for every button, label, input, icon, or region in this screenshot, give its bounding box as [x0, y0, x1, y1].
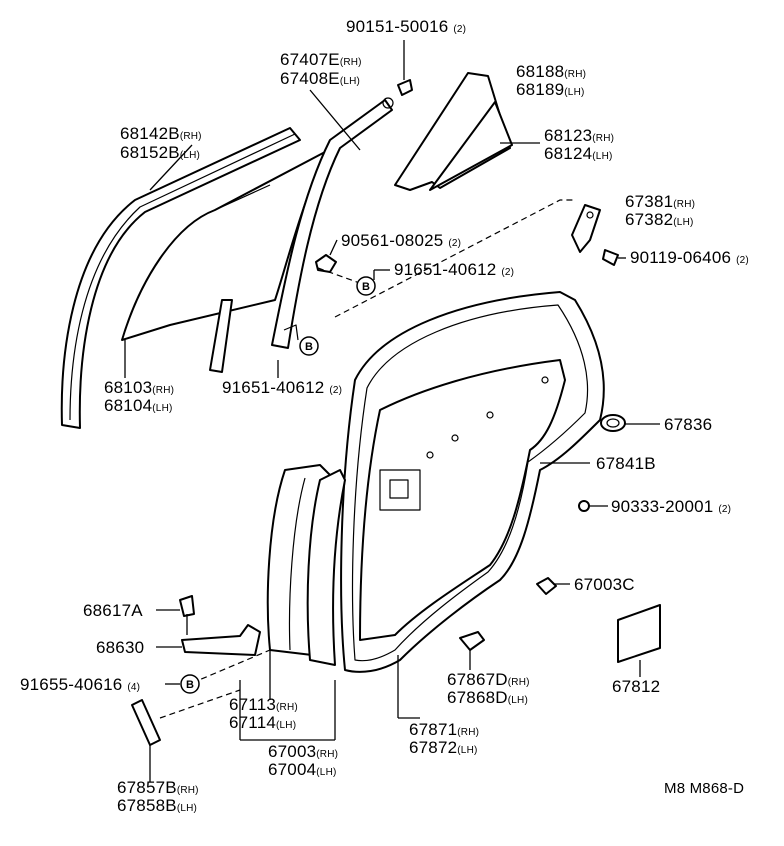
- cover-67812: [617, 604, 661, 663]
- label-90333: 90333-20001 (2): [611, 497, 731, 516]
- svg-text:68123(RH): 68123(RH): [544, 126, 614, 145]
- svg-text:68103(RH): 68103(RH): [104, 378, 174, 397]
- svg-text:68152B(LH): 68152B(LH): [120, 143, 200, 162]
- svg-text:68630: 68630: [96, 638, 144, 657]
- label-68188: 68188(RH) 68189(LH): [516, 62, 586, 99]
- svg-text:67407E(RH): 67407E(RH): [280, 50, 362, 69]
- svg-text:90561-08025 (2): 90561-08025 (2): [341, 231, 461, 250]
- svg-text:67841B: 67841B: [596, 454, 656, 473]
- svg-text:M8 M868-D: M8 M868-D: [664, 780, 744, 797]
- svg-text:B: B: [362, 281, 370, 293]
- glass-run-channel: [60, 127, 301, 429]
- svg-text:91651-40612 (2): 91651-40612 (2): [394, 260, 514, 279]
- seal-strip: [131, 699, 161, 746]
- label-67003: 67003(RH) 67004(LH): [268, 742, 338, 779]
- label-67867: 67867D(RH) 67868D(LH): [447, 670, 530, 707]
- door-frame-posts: [266, 464, 346, 666]
- svg-text:91655-40616 (4): 91655-40616 (4): [20, 675, 140, 694]
- label-68123: 68123(RH) 68124(LH): [544, 126, 614, 163]
- label-91651-top: 91651-40612 (2): [394, 260, 514, 279]
- bracket-67381: [571, 204, 601, 253]
- svg-text:90119-06406 (2): 90119-06406 (2): [630, 248, 749, 267]
- svg-text:B: B: [305, 341, 313, 353]
- svg-text:67381(RH): 67381(RH): [625, 192, 695, 211]
- svg-text:90333-20001 (2): 90333-20001 (2): [611, 497, 731, 516]
- svg-text:67871(RH): 67871(RH): [409, 720, 479, 739]
- svg-text:67868D(LH): 67868D(LH): [447, 688, 528, 707]
- clip-67003c: [536, 577, 557, 595]
- label-68630: 68630: [96, 638, 144, 657]
- label-67836: 67836: [664, 415, 712, 434]
- division-bar-weatherstrip: [271, 97, 394, 349]
- label-67857: 67857B(RH) 67858B(LH): [117, 778, 199, 815]
- callout-b-2: B: [299, 336, 319, 356]
- svg-text:67003C: 67003C: [574, 575, 635, 594]
- svg-text:68188(RH): 68188(RH): [516, 62, 586, 81]
- label-90151: 90151-50016 (2): [346, 17, 466, 36]
- grommet-90333: [578, 500, 590, 512]
- hole-plug: [600, 414, 626, 432]
- svg-text:67003(RH): 67003(RH): [268, 742, 338, 761]
- label-90561: 90561-08025 (2): [341, 231, 461, 250]
- callout-b-3: B: [180, 674, 200, 694]
- quarter-window-glass: [429, 101, 513, 191]
- svg-text:67382(LH): 67382(LH): [625, 210, 694, 229]
- label-91651-bottom: 91651-40612 (2): [222, 378, 342, 397]
- svg-text:67836: 67836: [664, 415, 712, 434]
- label-67003c: 67003C: [574, 575, 635, 594]
- label-90119: 90119-06406 (2): [630, 248, 749, 267]
- drawing-code: M8 M868-D: [664, 780, 744, 797]
- screw-90119: [602, 249, 619, 266]
- svg-text:67858B(LH): 67858B(LH): [117, 796, 197, 815]
- clip-67867: [459, 631, 485, 651]
- svg-text:68189(LH): 68189(LH): [516, 80, 585, 99]
- svg-text:67113(RH): 67113(RH): [229, 695, 298, 714]
- svg-text:67812: 67812: [612, 677, 660, 696]
- label-68142: 68142B(RH) 68152B(LH): [120, 124, 202, 162]
- hinge-assembly: [179, 595, 261, 656]
- svg-text:68104(LH): 68104(LH): [104, 396, 173, 415]
- svg-text:67004(LH): 67004(LH): [268, 760, 337, 779]
- label-67381: 67381(RH) 67382(LH): [625, 192, 695, 229]
- clip-90151: [397, 40, 413, 96]
- door-inner-panel: [359, 359, 566, 641]
- svg-text:B: B: [186, 679, 194, 691]
- label-67113: 67113(RH) 67114(LH): [229, 695, 298, 732]
- label-68103: 68103(RH) 68104(LH): [104, 378, 174, 415]
- svg-text:90151-50016 (2): 90151-50016 (2): [346, 17, 466, 36]
- label-67407: 67407E(RH) 67408E(LH): [280, 50, 362, 88]
- svg-text:67408E(LH): 67408E(LH): [280, 69, 360, 88]
- callout-b-1: B: [356, 276, 376, 296]
- clip-90561: [315, 254, 337, 273]
- svg-text:67114(LH): 67114(LH): [229, 713, 296, 732]
- label-91655: 91655-40616 (4): [20, 675, 140, 694]
- svg-text:67857B(RH): 67857B(RH): [117, 778, 199, 797]
- svg-text:91651-40612 (2): 91651-40612 (2): [222, 378, 342, 397]
- svg-text:67872(LH): 67872(LH): [409, 738, 478, 757]
- svg-text:68142B(RH): 68142B(RH): [120, 124, 202, 143]
- label-68617: 68617A: [83, 601, 143, 620]
- label-67812: 67812: [612, 677, 660, 696]
- svg-text:68617A: 68617A: [83, 601, 143, 620]
- glass-lower-channel: [209, 299, 233, 373]
- label-67871: 67871(RH) 67872(LH): [409, 720, 479, 757]
- svg-text:67867D(RH): 67867D(RH): [447, 670, 530, 689]
- svg-text:68124(LH): 68124(LH): [544, 144, 613, 163]
- label-67841: 67841B: [596, 454, 656, 473]
